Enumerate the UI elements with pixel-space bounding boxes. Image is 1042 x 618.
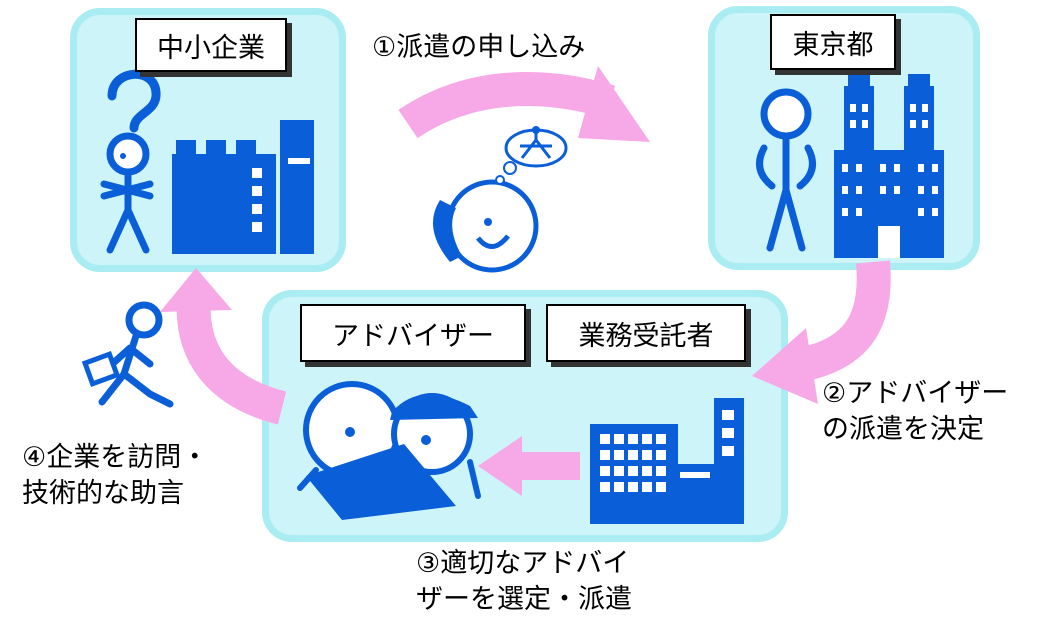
step4-line2: 技術的な助言 bbox=[22, 478, 184, 509]
phone-person-icon bbox=[432, 126, 568, 273]
tokyo-government-building-icon bbox=[834, 74, 944, 258]
contractor-label: 業務受託者 bbox=[546, 304, 746, 362]
arrow-application bbox=[398, 66, 650, 142]
step4-line1: ④企業を訪問・ bbox=[22, 442, 209, 473]
advisor-label: アドバイザー bbox=[300, 304, 526, 362]
tokyo-label: 東京都 bbox=[770, 14, 896, 70]
step3-line1: ③適切なアドバイ bbox=[416, 548, 630, 579]
step1-caption: ①派遣の申し込み bbox=[372, 32, 586, 63]
walking-person-icon bbox=[81, 301, 174, 408]
step2-line2: の派遣を決定 bbox=[822, 414, 984, 445]
arrow-select-advisor bbox=[478, 436, 580, 496]
arrow-dispatch-decision bbox=[752, 260, 891, 404]
office-building-icon bbox=[590, 398, 744, 524]
step2-line1: ②アドバイザー bbox=[822, 378, 1009, 409]
advisor-people-icon bbox=[297, 381, 481, 520]
factory-icon bbox=[172, 120, 314, 254]
step3-caption: ③適切なアドバイ ザーを選定・派遣 bbox=[416, 546, 632, 618]
bowing-person-icon bbox=[756, 88, 816, 252]
step3-line2: ザーを選定・派遣 bbox=[416, 584, 632, 615]
step2-caption: ②アドバイザー の派遣を決定 bbox=[822, 376, 1008, 448]
arrow-visit-advice bbox=[160, 268, 287, 425]
sme-label: 中小企業 bbox=[135, 18, 287, 72]
thinking-person-icon bbox=[100, 132, 154, 254]
step4-caption: ④企業を訪問・ 技術的な助言 bbox=[22, 440, 208, 512]
